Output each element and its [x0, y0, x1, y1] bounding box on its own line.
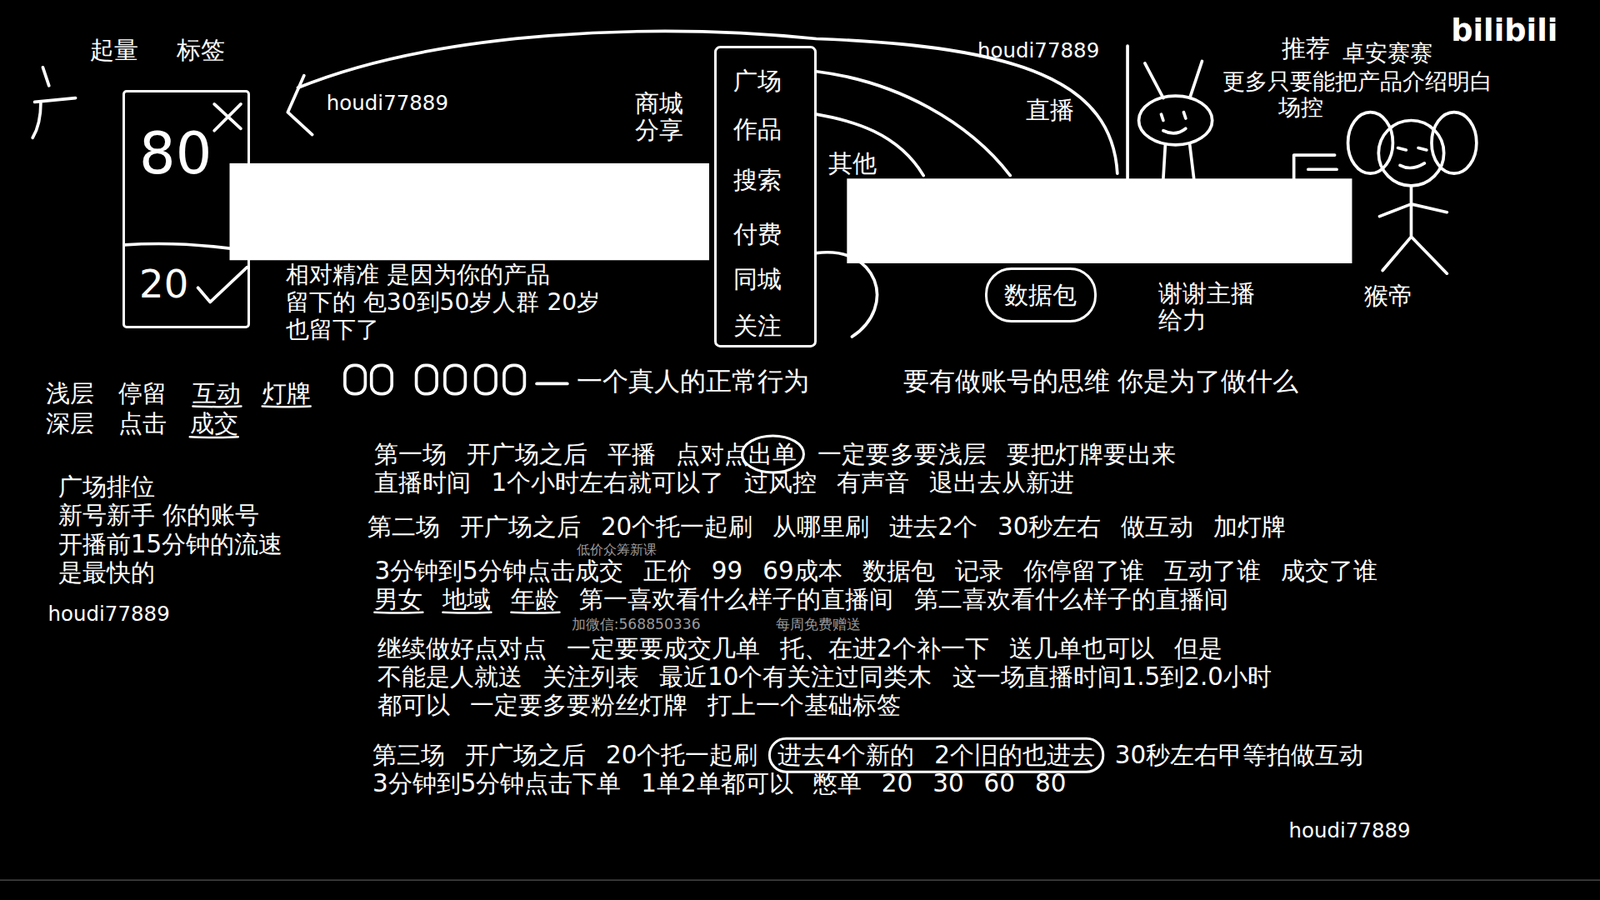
note-text: 停留 [118, 380, 167, 407]
note-text: 是最快的 [58, 559, 155, 586]
note-text: 开播前15分钟的流速 [58, 530, 283, 558]
watermark-text: 每周免费赠送 [775, 616, 861, 633]
note-text: 标签 [176, 36, 225, 64]
bunny-ears [1145, 60, 1203, 98]
hand-circle [445, 365, 465, 394]
watermark-text: houdi77889 [48, 603, 170, 626]
note-text: 灯牌 [262, 380, 311, 407]
watermark-text: houdi77889 [977, 40, 1100, 63]
note-text: 要有做账号的思维 你是为了做什么 [903, 367, 1300, 396]
watermark-logo: bilibili [1450, 14, 1558, 48]
note-text: 男女 地域 年龄 第一喜欢看什么样子的直播间 第二喜欢看什么样子的直播间 [374, 585, 1228, 613]
watermark-text: houdi77889 [326, 92, 449, 115]
watermark-text: 加微信:568850336 [571, 616, 701, 633]
outline-box: 广场作品搜索付费同城关注 [714, 45, 816, 348]
box-text: 80 [139, 122, 212, 185]
note-text: 起量 [90, 36, 139, 64]
note-text: 猴帝 [1364, 282, 1413, 310]
hand-circle [416, 365, 437, 394]
box-text: 广场 [733, 67, 782, 95]
note-text: 互动 [192, 380, 241, 407]
note-text: 3分钟到5分钟点击成交 正价 99 69成本 数据包 记录 你停留了谁 互动了谁… [374, 557, 1377, 585]
note-text: 第三场 开广场之后 20个托一起刷 进去4个新的 2个旧的也进去 30秒左右甲等… [372, 741, 1364, 769]
note-text: 新号新手 你的账号 [58, 501, 260, 529]
note-text: 继续做好点对点 一定要要成交几单 托、在进2个补一下 送几单也可以 但是 [377, 635, 1223, 662]
bunny-face [1160, 112, 1185, 134]
note-text: 更多只要能把产品介绍明白 [1222, 69, 1493, 95]
progress-line [0, 880, 1600, 881]
watermark-text: 低价众筹新课 [576, 542, 657, 558]
box-text: 同城 [733, 265, 782, 293]
fan-stroke [816, 252, 878, 337]
bunny-body [1127, 45, 1195, 179]
note-text: 直播 [1025, 96, 1075, 124]
note-text: 广场排位 [58, 473, 155, 500]
arc-stroke [298, 31, 1118, 175]
note-text: 直播时间 1个小时左右就可以了 过风控 有声音 退出去从新进 [374, 469, 1075, 496]
redaction-box [230, 163, 710, 260]
bee-face [1398, 148, 1427, 169]
note-text: 第一场 开广场之后 平播 点对点出单 一定要多要浅层 要把灯牌要出来 [374, 440, 1175, 468]
hand-glyph [32, 67, 75, 138]
note-text: 3分钟到5分钟点击下单 1单2单都可以 憋单 20 30 60 80 [372, 770, 1066, 797]
box-text: 数据包 [1004, 281, 1077, 309]
watermark-text: houdi77889 [1289, 820, 1411, 843]
note-text: 留下的 包30到50岁人群 20岁 [285, 290, 600, 316]
note-text: 其他 [828, 150, 877, 177]
box-text: 付费 [733, 220, 782, 248]
note-text: 成交 [190, 410, 239, 437]
hand-circle [345, 365, 365, 394]
hand-circle [475, 365, 496, 394]
note-text: 相对精准 是因为你的产品 [285, 262, 550, 289]
bee-wing [1431, 112, 1477, 174]
redaction-box [846, 178, 1352, 264]
watermark-text: 卓安赛赛 [1342, 40, 1433, 66]
note-text: 浅层 [45, 380, 95, 407]
note-text: 谢谢主播 给力 [1158, 280, 1271, 335]
box-text: 关注 [733, 312, 782, 340]
box-text: 作品 [733, 115, 782, 143]
bracket-stroke [1294, 155, 1337, 180]
cross-mark [214, 104, 241, 131]
dash-stroke [536, 382, 568, 386]
box-text: 搜索 [733, 166, 782, 194]
note-text: 一个真人的正常行为 [576, 367, 810, 396]
note-text: 推荐 [1281, 35, 1330, 62]
outline-box: 80 20 [122, 90, 250, 330]
divider-stroke [124, 243, 248, 251]
hand-circle [371, 365, 392, 394]
note-text: 也留下了 [285, 317, 380, 344]
bee-wing [1348, 112, 1394, 174]
hand-circle [504, 365, 525, 394]
note-text: 商城 分享 [635, 90, 693, 145]
bunny-head [1139, 95, 1213, 145]
note-text: 不能是人就送 关注列表 最近10个有关注过同类木 这一场直播时间1.5到2.0小… [377, 663, 1272, 690]
rounded-box: 数据包 [985, 267, 1098, 323]
note-text: 都可以 一定要多要粉丝灯牌 打上一个基础标签 [377, 691, 901, 719]
bee-body [1380, 185, 1448, 274]
note-text: 第二场 开广场之后 20个托一起刷 从哪里刷 进去2个 30秒左右 做互动 加灯… [367, 513, 1287, 540]
box-text: 20 [139, 263, 189, 306]
check-mark [198, 267, 248, 303]
note-text: 深层 [45, 410, 95, 437]
note-text: 点击 [118, 410, 167, 437]
note-text: 场控 [1278, 95, 1324, 120]
